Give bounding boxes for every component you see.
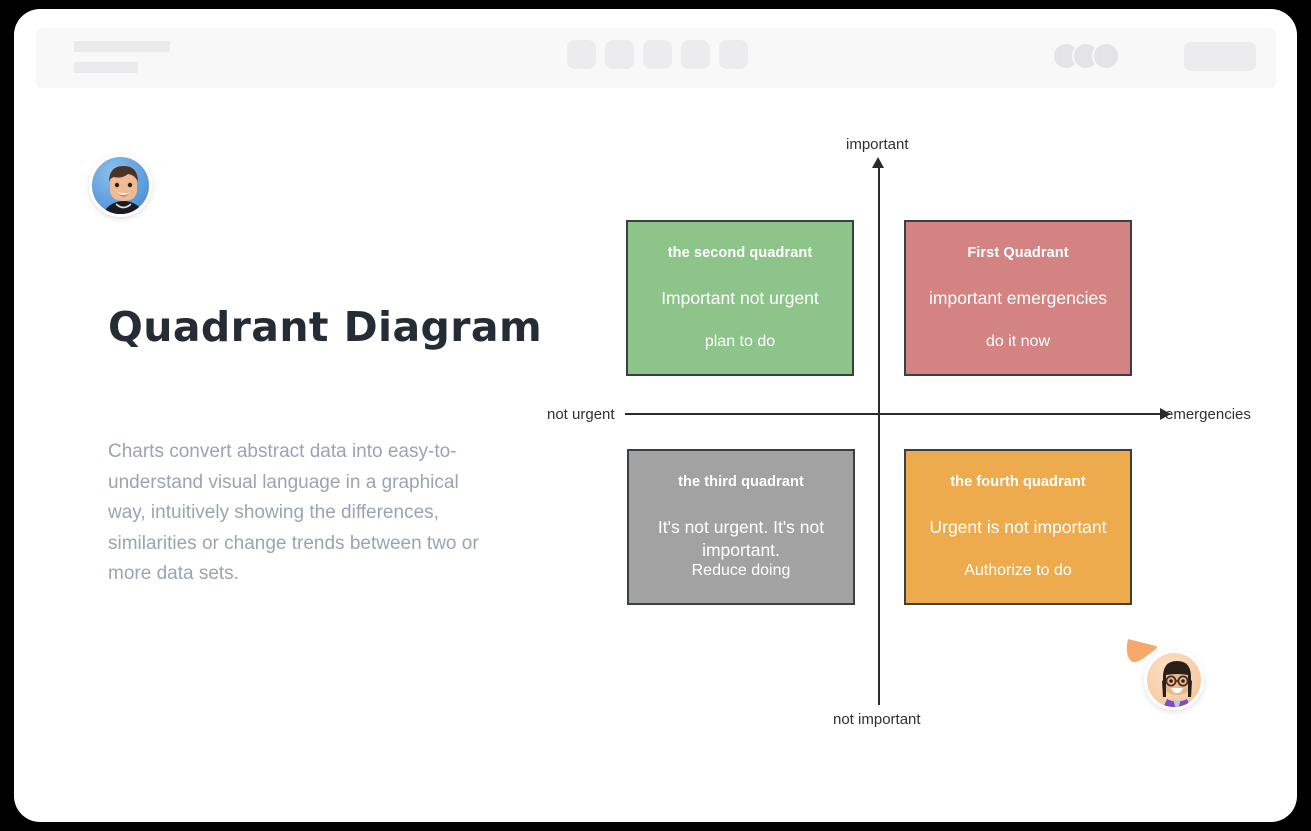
toolbar-tool-placeholder-4[interactable] [681,40,710,69]
quadrant-box-first[interactable]: First Quadrant important emergencies do … [904,220,1132,376]
page-title: Quadrant Diagram [108,303,543,351]
collaborator-one-avatar [89,154,152,217]
app-canvas: Quadrant Diagram Charts convert abstract… [14,9,1297,822]
quadrant-second-description: Important not urgent [661,288,819,308]
quadrant-box-fourth[interactable]: the fourth quadrant Urgent is not import… [904,449,1132,605]
quadrant-third-description: It's not urgent. It's not important. [657,517,825,560]
quadrant-fourth-action: Authorize to do [964,562,1072,579]
title-placeholder-bar [74,41,170,52]
quadrant-box-second[interactable]: the second quadrant Important not urgent… [626,220,854,376]
page-description: Charts convert abstract data into easy-t… [108,441,479,584]
arrow-right-icon [1160,408,1171,420]
cursor-pointer-orange-icon [1126,639,1157,663]
avatar-placeholder-3[interactable] [1092,42,1120,70]
axis-label-important: important [846,136,909,153]
axis-label-emergencies: emergencies [1165,406,1251,423]
toolbar-tool-placeholder-3[interactable] [643,40,672,69]
horizontal-axis-line [625,413,1165,415]
quadrant-second-title: the second quadrant [667,245,813,261]
quadrant-second-action: plan to do [704,333,776,350]
quadrant-first-action: do it now [985,333,1051,350]
axis-label-not-important: not important [833,711,921,728]
quadrant-first-description: important emergencies [929,288,1107,308]
toolbar-tool-placeholder-5[interactable] [719,40,748,69]
arrow-up-icon [872,157,884,168]
quadrant-box-third[interactable]: the third quadrant It's not urgent. It's… [627,449,855,605]
share-button-placeholder[interactable] [1184,42,1256,71]
subtitle-placeholder-bar [74,62,138,73]
toolbar-tool-placeholder-1[interactable] [567,40,596,69]
toolbar-tool-placeholder-2[interactable] [605,40,634,69]
quadrant-third-action: Reduce doing [691,562,791,579]
quadrant-third-title: the third quadrant [678,474,804,490]
quadrant-first-title: First Quadrant [967,245,1069,261]
collaborator-two-avatar [1144,650,1204,710]
axis-label-not-urgent: not urgent [547,406,615,423]
collaborator-two-cursor-group [1109,624,1229,724]
avatar-face-glasses-illustration [1162,661,1192,707]
collaborator-one-cursor-group [76,145,206,235]
app-toolbar [36,28,1276,88]
quadrant-diagram: important not important not urgent emerg… [14,9,1297,822]
vertical-axis-line [878,166,880,705]
avatar-face-illustration [103,166,144,214]
quadrant-fourth-description: Urgent is not important [929,517,1107,537]
toolbar-tool-group [567,40,748,69]
quadrant-fourth-title: the fourth quadrant [950,474,1086,490]
collaborator-avatar-stack[interactable] [1052,42,1120,70]
